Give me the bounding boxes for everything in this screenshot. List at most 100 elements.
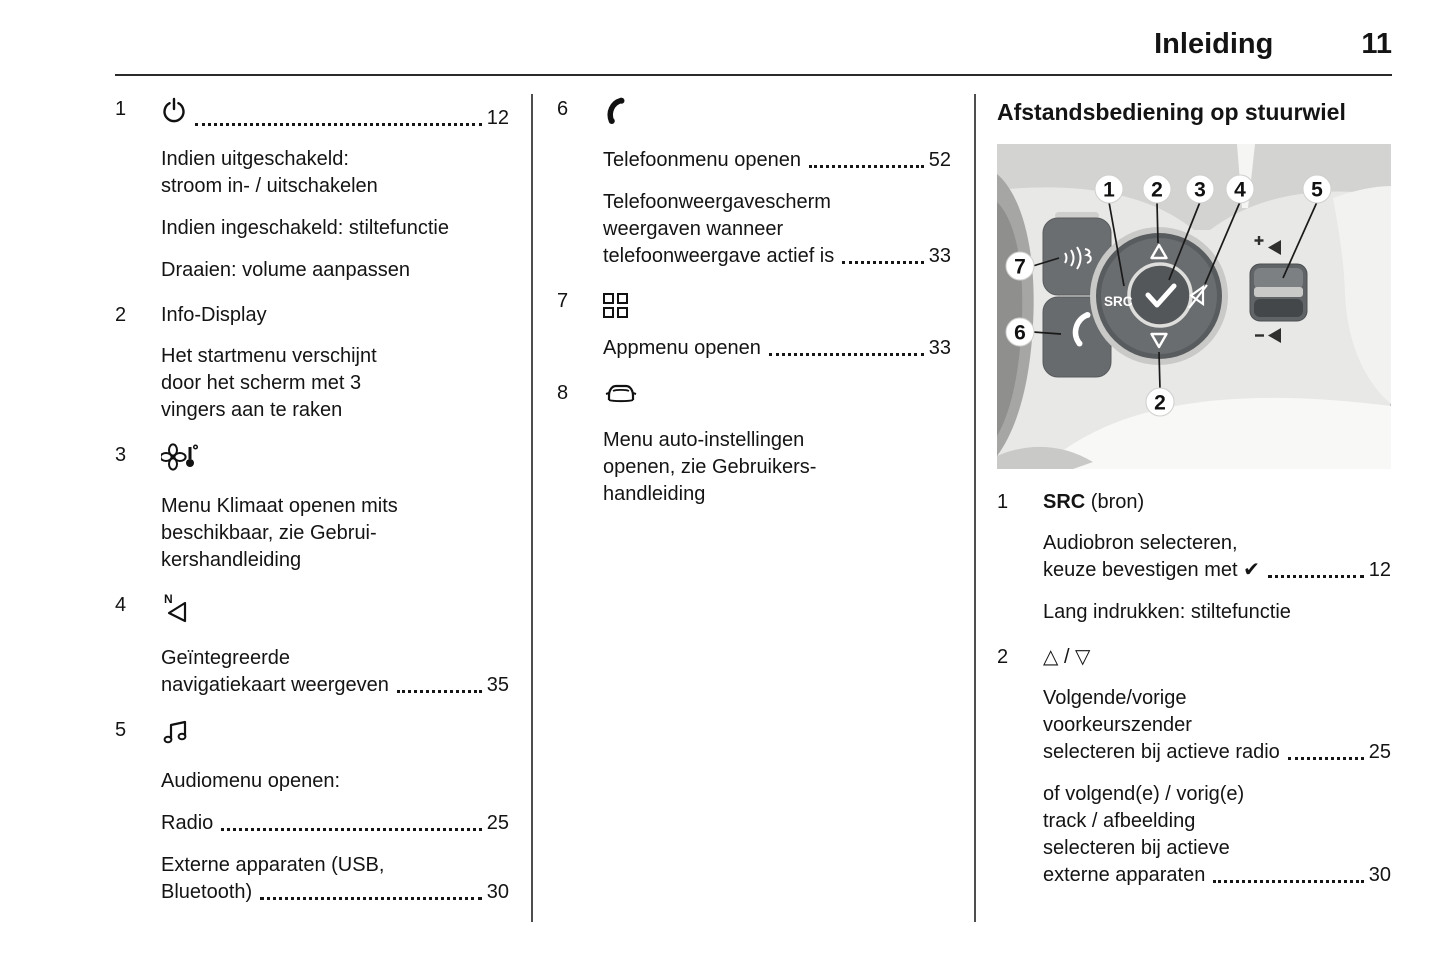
dotted-leader bbox=[195, 123, 482, 126]
callout-1: 1 bbox=[1103, 179, 1115, 202]
dotted-leader bbox=[396, 690, 482, 693]
text-line: stroom in- / uitschakelen bbox=[161, 175, 378, 197]
text-line: Audiomenu openen: bbox=[161, 770, 341, 792]
text-line: Bluetooth) bbox=[161, 881, 253, 903]
page-ref: 12 bbox=[486, 107, 509, 129]
src-label: SRC bbox=[1104, 294, 1133, 309]
power-icon bbox=[161, 96, 187, 132]
phone-handset-icon bbox=[1072, 312, 1091, 347]
text-line: Indien uitgeschakeld: bbox=[161, 148, 349, 170]
steering-wheel-illustration: SRC bbox=[997, 144, 1391, 469]
text-line: Telefoonmenu openen bbox=[603, 149, 801, 171]
page-ref: 25 bbox=[1368, 741, 1391, 763]
text-line: vingers aan te raken bbox=[161, 399, 343, 421]
text-line: Indien ingeschakeld: stiltefunctie bbox=[161, 217, 449, 239]
legend-item-2: 2 Info-Display Het startmenu verschijnt … bbox=[115, 302, 509, 442]
text-line: track / afbeelding bbox=[1043, 810, 1196, 832]
text-line: Menu auto-instellingen bbox=[603, 429, 805, 451]
text-line: of volgend(e) / vorig(e) bbox=[1043, 783, 1245, 805]
item-label: Info-Display bbox=[161, 304, 267, 326]
dotted-leader bbox=[221, 828, 482, 831]
text-line: Draaien: volume aanpassen bbox=[161, 259, 411, 281]
volume-rocker-bottom bbox=[1254, 299, 1303, 317]
text-line: Telefoonweergavescherm bbox=[603, 191, 831, 213]
item-head: SRC (bron) bbox=[1043, 489, 1391, 516]
item-number: 4 bbox=[115, 594, 127, 616]
column-divider-1 bbox=[531, 94, 533, 922]
item-head bbox=[603, 96, 951, 134]
item-number: 2 bbox=[115, 304, 127, 326]
dotted-leader bbox=[1213, 880, 1364, 883]
text-line: selecteren bij actieve radio bbox=[1043, 741, 1280, 763]
src-bold-label: SRC bbox=[1043, 491, 1086, 513]
text-line: weergaven wanneer bbox=[603, 218, 784, 240]
climate-icon bbox=[159, 442, 199, 480]
item-number: 7 bbox=[557, 290, 569, 312]
dotted-leader bbox=[1287, 757, 1364, 760]
dotted-leader bbox=[260, 897, 482, 900]
item-head: Info-Display bbox=[161, 302, 509, 329]
page-header: Inleiding 11 bbox=[115, 28, 1392, 61]
text-line: navigatiekaart weergeven bbox=[161, 674, 389, 696]
text-line: voorkeurszender bbox=[1043, 714, 1192, 736]
text-line: Het startmenu verschijnt bbox=[161, 345, 377, 367]
text-line: handleiding bbox=[603, 483, 706, 505]
legend-item-3: 3 Menu Klimaat openen mits beschikbaar, … bbox=[115, 442, 509, 592]
car-icon bbox=[603, 380, 639, 414]
phone-icon bbox=[603, 96, 631, 134]
text-line: selecteren bij actieve bbox=[1043, 837, 1230, 859]
item-number: 1 bbox=[115, 98, 127, 120]
button-edge-highlight bbox=[1055, 212, 1099, 219]
text-line: door het scherm met 3 bbox=[161, 372, 362, 394]
volume-up-icon bbox=[1254, 236, 1281, 255]
text-line: Appmenu openen bbox=[603, 337, 761, 359]
callout-circles bbox=[1005, 174, 1332, 417]
wheel-bottom-spoke bbox=[1041, 397, 1391, 469]
volume-down-icon bbox=[1255, 328, 1281, 343]
volume-rocker-bar bbox=[1254, 287, 1303, 297]
text-line: openen, zie Gebruikers- bbox=[603, 456, 817, 478]
page-ref: 30 bbox=[486, 881, 509, 903]
item-number: 1 bbox=[997, 491, 1009, 513]
page-number: 11 bbox=[1361, 28, 1392, 60]
page-ref: 33 bbox=[928, 245, 951, 267]
legend-item-4: 4 N Geïntegreerde navigatiekaart weergev… bbox=[115, 592, 509, 717]
column-1: 1 12 Indien uitgeschakeld: stroom in- / … bbox=[115, 96, 509, 924]
page-ref: 35 bbox=[486, 674, 509, 696]
item-number: 2 bbox=[997, 646, 1009, 668]
text-line: telefoonweergave actief is bbox=[603, 245, 835, 267]
voice-control-icon bbox=[1064, 246, 1092, 270]
page-ref: 12 bbox=[1368, 559, 1391, 581]
item-head: △ / ▽ bbox=[1043, 644, 1391, 671]
header-rule bbox=[115, 74, 1392, 76]
item-head: N bbox=[161, 592, 509, 632]
text-line: Lang indrukken: stiltefunctie bbox=[1043, 601, 1291, 623]
page-title: Inleiding bbox=[1154, 28, 1274, 60]
column-divider-2 bbox=[974, 94, 976, 922]
dotted-leader bbox=[808, 165, 924, 168]
item-number: 5 bbox=[115, 719, 127, 741]
text-line: externe apparaten bbox=[1043, 864, 1206, 886]
text-line: Geïntegreerde bbox=[161, 647, 290, 669]
confirm-button bbox=[1127, 262, 1193, 328]
column-3: Afstandsbediening op stuurwiel bbox=[997, 96, 1391, 907]
text-line: Externe apparaten (USB, bbox=[161, 854, 385, 876]
callout-6: 6 bbox=[1014, 322, 1026, 345]
callout-4: 4 bbox=[1234, 179, 1246, 202]
item-head bbox=[161, 717, 509, 755]
callout-3: 3 bbox=[1194, 179, 1206, 202]
item-head bbox=[603, 380, 951, 414]
callout-5: 5 bbox=[1311, 179, 1323, 202]
up-down-triangles-label: △ / ▽ bbox=[1043, 646, 1091, 668]
item-number: 3 bbox=[115, 444, 127, 466]
page-ref: 30 bbox=[1368, 864, 1391, 886]
item-head bbox=[603, 288, 951, 322]
text-line: Volgende/vorige bbox=[1043, 687, 1187, 709]
wheel-bottom-left bbox=[997, 446, 1093, 469]
text-line: beschikbaar, zie Gebrui- bbox=[161, 522, 377, 544]
text-line: keuze bevestigen met ✔ bbox=[1043, 559, 1260, 581]
mute-icon bbox=[1188, 284, 1208, 309]
